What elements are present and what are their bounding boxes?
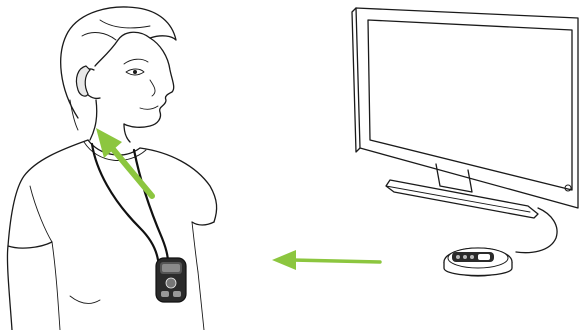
flat-screen-tv xyxy=(352,8,578,218)
right-sleeve xyxy=(192,222,214,225)
signal-arrow-from-base xyxy=(272,250,380,270)
tv-screen xyxy=(368,20,572,190)
tv-frame xyxy=(356,8,578,208)
neckloop-streamer xyxy=(156,258,186,302)
face-profile xyxy=(124,38,174,127)
hair-outline xyxy=(61,7,176,118)
tv-stand-base xyxy=(386,180,538,218)
tv-streamer-base xyxy=(444,248,512,276)
signal-arrow-to-ear xyxy=(96,128,152,196)
neck xyxy=(90,100,97,140)
neckloop-cord xyxy=(92,144,168,262)
mouth xyxy=(140,106,158,109)
left-sleeve xyxy=(8,242,52,248)
hearing-aid-icon xyxy=(76,66,90,96)
